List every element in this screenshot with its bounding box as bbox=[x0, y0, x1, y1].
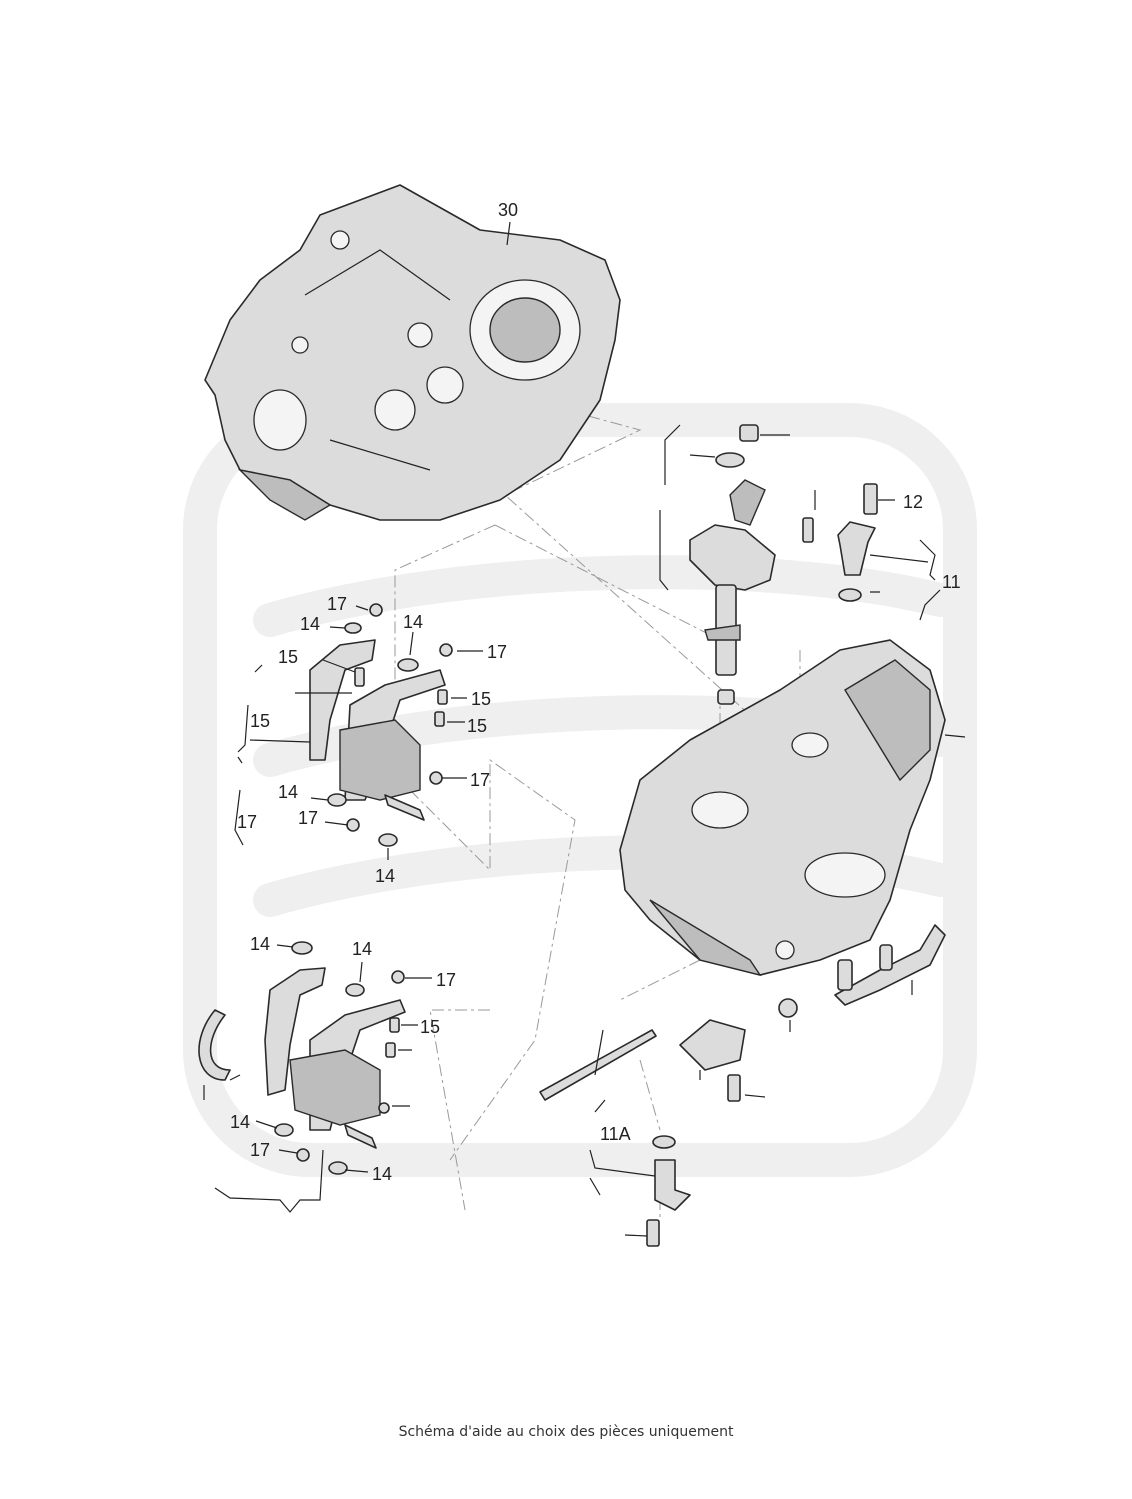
callout-15-e: 15 bbox=[420, 1017, 440, 1037]
sleeve-11a bbox=[589, 1099, 691, 1247]
callout-17-d: 17 bbox=[298, 808, 318, 828]
gearbox-housing-upper bbox=[204, 184, 621, 521]
shift-fork-rail bbox=[778, 924, 946, 1032]
callout-17-e: 17 bbox=[237, 812, 257, 832]
gearbox-housing-lower bbox=[619, 639, 966, 977]
diagram-caption: Schéma d'aide au choix des pièces unique… bbox=[398, 1424, 734, 1440]
callout-11a: 11A bbox=[600, 1124, 631, 1144]
callout-14-b: 14 bbox=[403, 612, 423, 632]
callout-12: 12 bbox=[903, 492, 923, 512]
callout-17-a: 17 bbox=[327, 594, 347, 614]
callout-17-c: 17 bbox=[470, 770, 490, 790]
callout-17-g: 17 bbox=[250, 1140, 270, 1160]
cover-plate bbox=[679, 1019, 766, 1102]
callout-14-a: 14 bbox=[300, 614, 320, 634]
callout-15-a: 15 bbox=[278, 647, 298, 667]
callout-15-d: 15 bbox=[250, 711, 270, 731]
callout-14-g: 14 bbox=[230, 1112, 250, 1132]
selector-fork-assembly-upper bbox=[234, 603, 483, 860]
callout-labels: 30 12 11 11A 17 14 14 17 15 15 15 15 17 … bbox=[230, 200, 961, 1184]
callout-14-e: 14 bbox=[250, 934, 270, 954]
selector-fork-assembly-lower bbox=[198, 941, 432, 1213]
long-rod bbox=[539, 1029, 657, 1101]
callout-14-c: 14 bbox=[278, 782, 298, 802]
callout-17-b: 17 bbox=[487, 642, 507, 662]
callout-15-b: 15 bbox=[471, 689, 491, 709]
callout-17-f: 17 bbox=[436, 970, 456, 990]
callout-15-c: 15 bbox=[467, 716, 487, 736]
callout-30: 30 bbox=[498, 200, 518, 220]
callout-14-h: 14 bbox=[372, 1164, 392, 1184]
callout-14-f: 14 bbox=[352, 939, 372, 959]
callout-11: 11 bbox=[942, 572, 961, 592]
bolt-and-sleeve-group bbox=[837, 483, 941, 621]
callout-14-d: 14 bbox=[375, 866, 395, 886]
selector-shaft-assembly bbox=[659, 424, 816, 705]
